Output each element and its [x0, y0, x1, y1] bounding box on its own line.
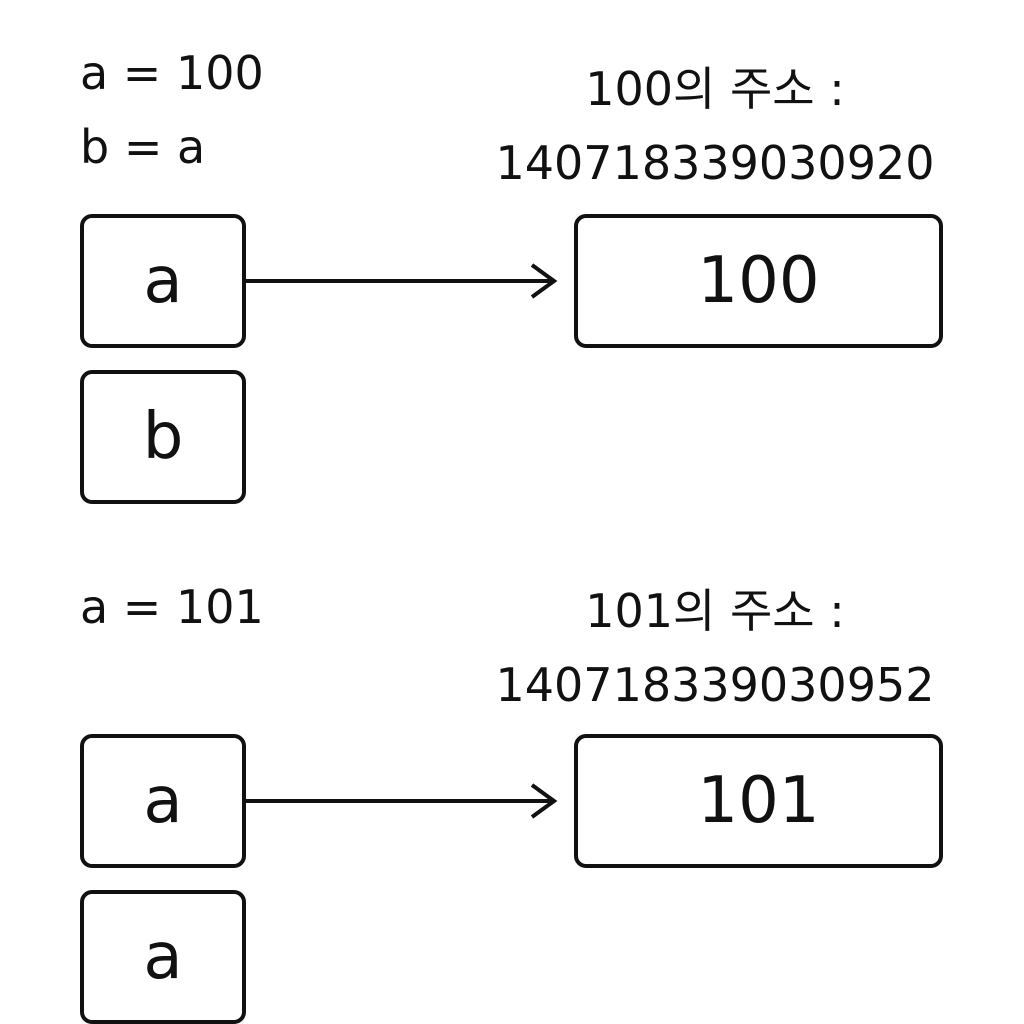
variable-box-b: b [80, 370, 246, 504]
code-line-b-equals-a: b = a [80, 120, 206, 174]
value-label: 100 [697, 244, 820, 318]
address-label-101: 101의 주소 : [585, 584, 845, 638]
variable-box-a: a [80, 214, 246, 348]
value-box-101: 101 [574, 734, 943, 868]
code-line-a-equals-101: a = 101 [80, 580, 264, 634]
variable-label: a [143, 244, 183, 318]
address-label-100: 100의 주소 : [585, 62, 845, 116]
variable-label: a [143, 920, 183, 994]
reference-arrow [244, 263, 558, 299]
variable-box-a-bottom: a [80, 890, 246, 1024]
value-label: 101 [697, 764, 820, 838]
reference-arrow [244, 783, 558, 819]
value-box-100: 100 [574, 214, 943, 348]
variable-label: a [143, 764, 183, 838]
address-value-101: 140718339030952 [495, 658, 935, 712]
variable-box-a-top: a [80, 734, 246, 868]
address-value-100: 140718339030920 [495, 136, 935, 190]
variable-label: b [142, 400, 184, 474]
code-line-a-equals-100: a = 100 [80, 46, 264, 100]
